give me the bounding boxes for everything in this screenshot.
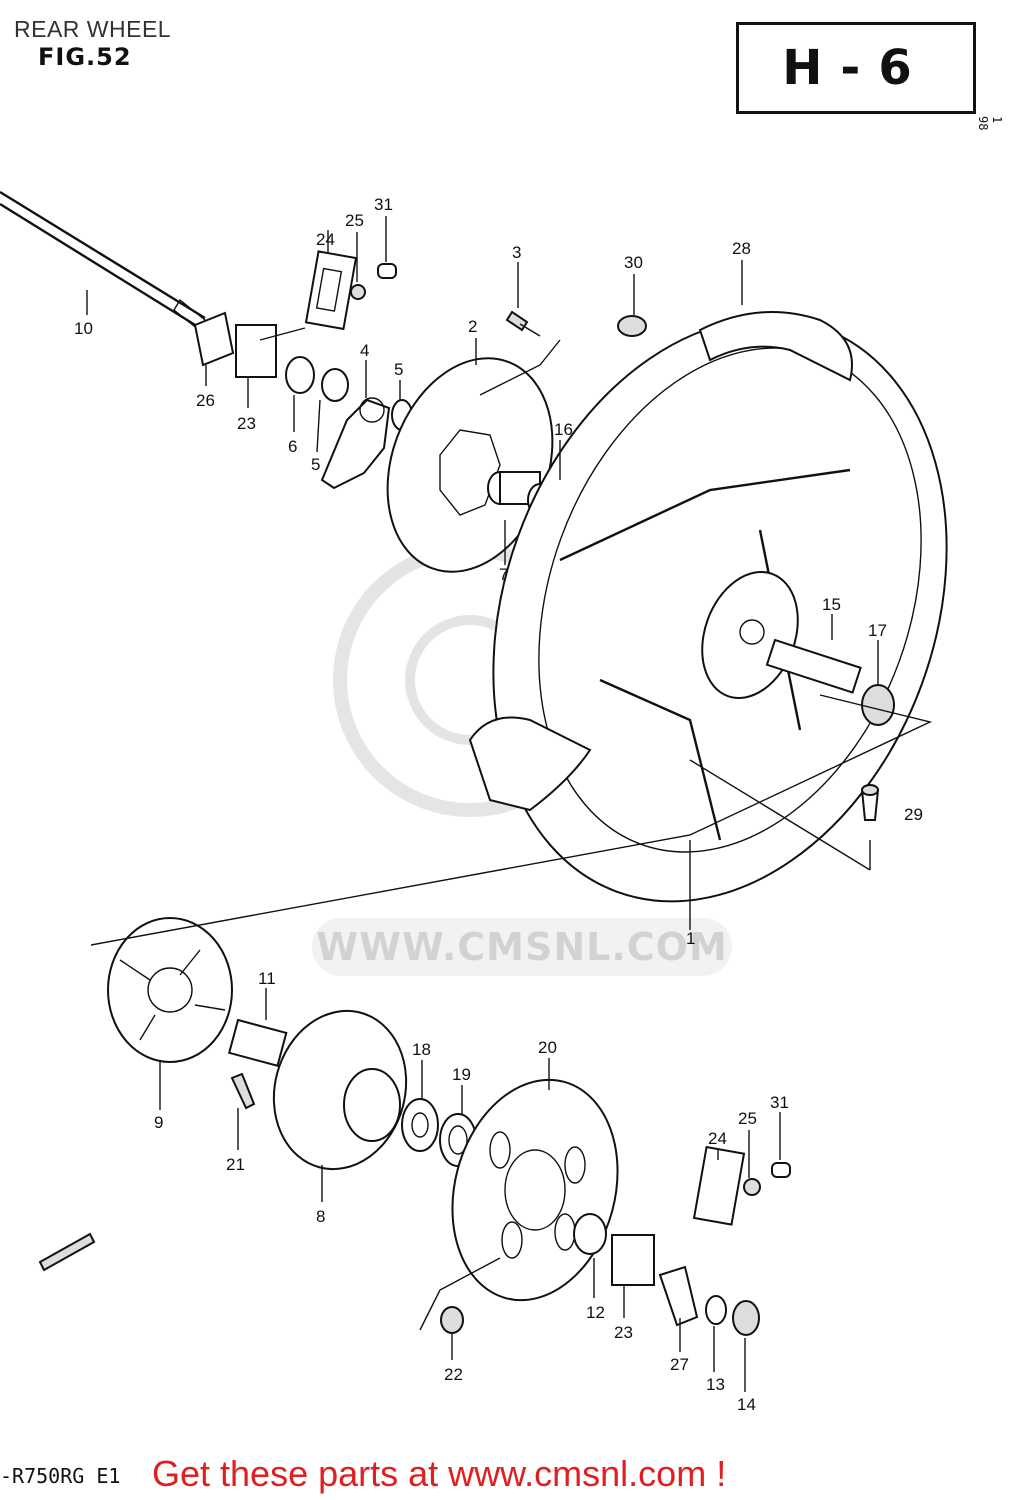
callout-26: 26 bbox=[196, 391, 215, 410]
callout-5b: 5 bbox=[394, 360, 403, 379]
callout-14: 14 bbox=[737, 1395, 756, 1414]
callout-16: 16 bbox=[554, 420, 573, 439]
chain-adjuster-right[interactable] bbox=[611, 1145, 791, 1336]
callout-23b: 23 bbox=[614, 1323, 633, 1342]
callout-31: 31 bbox=[374, 195, 393, 214]
rear-sprocket[interactable] bbox=[429, 1061, 642, 1319]
front-direction-icon bbox=[38, 1232, 96, 1272]
callout-1: 1 bbox=[686, 929, 695, 948]
stud-bolt-21[interactable] bbox=[230, 1072, 256, 1110]
callout-24: 24 bbox=[316, 230, 335, 249]
callout-9: 9 bbox=[154, 1113, 163, 1132]
cmsnl-parts-link[interactable]: Get these parts at www.cmsnl.com ! bbox=[152, 1453, 727, 1494]
sprocket-drum[interactable] bbox=[257, 996, 424, 1184]
model-code: -R750RG E1 bbox=[0, 1464, 121, 1488]
callout-10: 10 bbox=[74, 319, 93, 338]
callout-30: 30 bbox=[624, 253, 643, 272]
caliper-bracket[interactable] bbox=[285, 356, 413, 490]
spacer-30[interactable] bbox=[617, 315, 647, 337]
watermark-text: WWW.CMSNL.COM bbox=[316, 925, 728, 969]
callout-7: 7 bbox=[499, 565, 508, 584]
callout-15: 15 bbox=[822, 595, 841, 614]
callout-17: 17 bbox=[868, 621, 887, 640]
watermark: WWW.CMSNL.COM bbox=[312, 918, 732, 976]
callout-31b: 31 bbox=[770, 1093, 789, 1112]
callout-29: 29 bbox=[904, 805, 923, 824]
wheel-damper[interactable] bbox=[107, 917, 233, 1063]
axle-sleeve[interactable] bbox=[765, 638, 895, 726]
rear-axle[interactable] bbox=[0, 190, 206, 332]
callout-25: 25 bbox=[345, 211, 364, 230]
section-code-box: H-6 bbox=[736, 22, 976, 114]
callout-22: 22 bbox=[444, 1365, 463, 1384]
callout-20: 20 bbox=[538, 1038, 557, 1057]
callout-23: 23 bbox=[237, 414, 256, 433]
callout-25b: 25 bbox=[738, 1109, 757, 1128]
leader-lines bbox=[86, 216, 933, 1392]
page-title: REAR WHEEL bbox=[14, 16, 172, 42]
callout-24b: 24 bbox=[708, 1129, 727, 1148]
callout-6: 6 bbox=[288, 437, 297, 456]
callout-12: 12 bbox=[586, 1303, 605, 1322]
figure-number: FIG.52 bbox=[38, 43, 132, 71]
disc-bolt[interactable] bbox=[505, 310, 541, 337]
callouts: 10 26 23 24 25 31 6 5 4 5 3 2 16 7 30 28… bbox=[74, 195, 923, 1414]
sprocket-nut[interactable] bbox=[440, 1306, 464, 1334]
callout-2: 2 bbox=[468, 317, 477, 336]
spacer-11[interactable] bbox=[227, 1018, 288, 1068]
callout-18: 18 bbox=[412, 1040, 431, 1059]
callout-4: 4 bbox=[360, 341, 369, 360]
tire-section[interactable] bbox=[468, 311, 853, 812]
callout-3: 3 bbox=[512, 243, 521, 262]
bearing-18[interactable] bbox=[401, 1098, 439, 1152]
tire-valve[interactable] bbox=[860, 784, 880, 821]
callout-21: 21 bbox=[226, 1155, 245, 1174]
section-code: H-6 bbox=[782, 40, 930, 96]
callout-28: 28 bbox=[732, 239, 751, 258]
callout-19: 19 bbox=[452, 1065, 471, 1084]
spacer-12[interactable] bbox=[573, 1213, 607, 1255]
chain-adjuster-left[interactable] bbox=[193, 250, 397, 378]
callout-11: 11 bbox=[258, 969, 276, 988]
callout-8: 8 bbox=[316, 1207, 325, 1226]
callout-27: 27 bbox=[670, 1355, 689, 1374]
callout-13: 13 bbox=[706, 1375, 725, 1394]
callout-5: 5 bbox=[311, 455, 320, 474]
